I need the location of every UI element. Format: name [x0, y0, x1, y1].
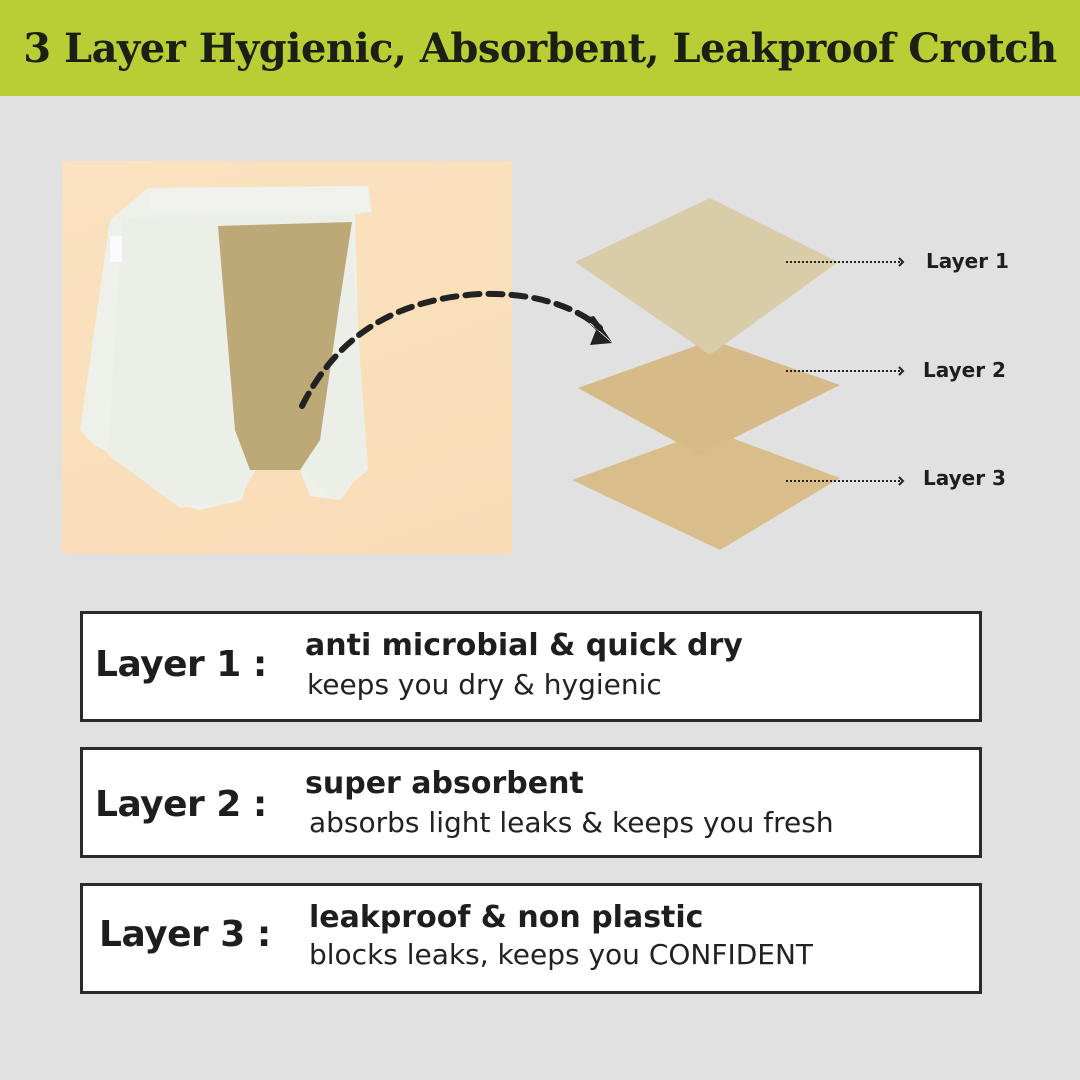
layer-3-card: Layer 3 : leakproof & non plastic blocks…	[80, 883, 982, 994]
layer-2-swatch	[578, 340, 840, 455]
layer-title: leakproof & non plastic	[309, 900, 704, 935]
layer-subtitle: keeps you dry & hygienic	[307, 668, 662, 701]
layer-name: Layer 1 :	[95, 644, 267, 685]
page-title: 3 Layer Hygienic, Absorbent, Leakproof C…	[23, 24, 1057, 72]
layer-1-swatch	[575, 198, 838, 355]
layer-title: anti microbial & quick dry	[305, 628, 743, 663]
layer-1-card: Layer 1 : anti microbial & quick dry kee…	[80, 611, 982, 722]
layer-1-label: Layer 1	[926, 249, 1009, 273]
layer-subtitle: absorbs light leaks & keeps you fresh	[309, 806, 834, 839]
layer-name: Layer 2 :	[95, 784, 267, 825]
layer-subtitle: blocks leaks, keeps you CONFIDENT	[309, 938, 814, 971]
arrow-head-icon	[580, 315, 612, 345]
layer-2-card: Layer 2 : super absorbent absorbs light …	[80, 747, 982, 858]
boxer-briefs-image	[80, 186, 372, 510]
header-banner: 3 Layer Hygienic, Absorbent, Leakproof C…	[0, 0, 1080, 96]
layer-3-swatch	[572, 430, 840, 550]
layer-name: Layer 3 :	[99, 914, 271, 955]
layer-2-label: Layer 2	[923, 358, 1006, 382]
dashed-arrow	[299, 290, 603, 409]
layer-3-label: Layer 3	[923, 466, 1006, 490]
layer-title: super absorbent	[305, 766, 584, 801]
